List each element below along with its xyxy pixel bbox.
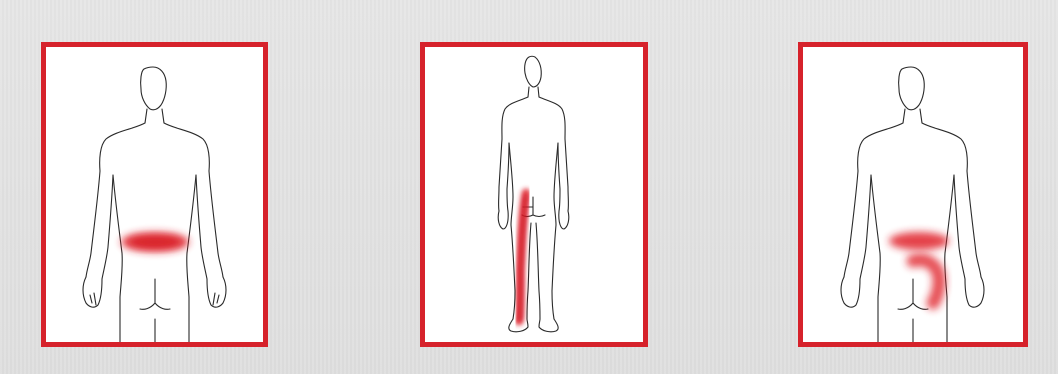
panel-back-hip-pain xyxy=(798,42,1028,347)
right-arm-outline xyxy=(558,139,568,211)
left-arm-outline xyxy=(844,171,871,279)
neck-outline xyxy=(145,109,164,123)
back-figure-1 xyxy=(46,47,263,342)
left-hand-outline xyxy=(841,277,860,307)
right-hand-outline xyxy=(207,277,226,307)
torso-outline xyxy=(858,123,968,171)
left-hand-outline xyxy=(83,277,102,307)
back-figure-3 xyxy=(803,47,1023,342)
right-leg-outline xyxy=(536,223,556,319)
head-outline xyxy=(525,56,542,87)
left-hand-outline xyxy=(498,211,508,229)
panel-leg-pain xyxy=(420,42,648,347)
head-outline xyxy=(141,67,167,110)
buttocks-outline xyxy=(120,279,189,342)
head-outline xyxy=(899,67,925,110)
right-hand-outline xyxy=(965,277,984,307)
left-arm-outline xyxy=(86,171,113,279)
panel-lower-back-pain xyxy=(41,42,268,347)
right-arm-outline xyxy=(954,171,981,279)
back-figure-2 xyxy=(425,47,643,342)
right-hand-outline xyxy=(559,211,569,229)
pain-area-lower-back xyxy=(889,232,949,250)
torso-outline xyxy=(100,123,210,171)
right-foot-outline xyxy=(539,319,558,332)
neck-outline xyxy=(903,109,922,123)
torso-outline xyxy=(502,97,565,139)
left-arm-outline xyxy=(499,139,509,211)
pain-area-hip xyxy=(913,260,939,303)
neck-outline xyxy=(528,87,539,97)
right-arm-outline xyxy=(196,171,223,279)
